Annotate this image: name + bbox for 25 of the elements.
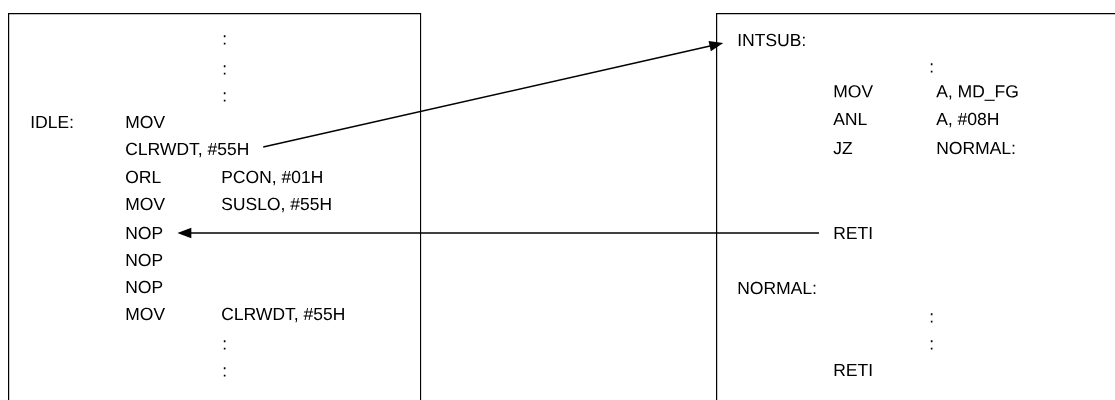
continuation-mark: : [930, 313, 933, 323]
code-line: CLRWDT, #55H [126, 142, 248, 158]
code-line: NOP [126, 253, 163, 267]
continuation-mark: : [223, 367, 226, 377]
code-line: ANL A, #08H [833, 112, 998, 128]
continuation-mark: : [930, 340, 933, 350]
code-line: NORMAL: [738, 281, 816, 295]
code-panel [8, 13, 422, 400]
code-line: MOV A, MD_FG [834, 85, 1018, 101]
code-line: NOP [126, 280, 163, 294]
continuation-mark: : [223, 35, 226, 45]
continuation-mark: : [930, 63, 933, 73]
continuation-mark: : [223, 340, 226, 350]
code-line: NOP [126, 226, 163, 240]
code-line: ORL PCON, #01H [126, 170, 322, 186]
continuation-mark: : [223, 65, 226, 75]
code-line: JZ NORMAL: [833, 141, 1015, 155]
code-line: INTSUB: [738, 33, 805, 47]
code-line: IDLE: MOV [31, 115, 165, 129]
code-line: RETI [834, 363, 872, 376]
code-line: MOV CLRWDT, #55H [126, 307, 344, 323]
code-line: MOV SUSLO, #55H [126, 197, 331, 213]
code-line: RETI [834, 226, 872, 239]
code-panel [716, 13, 1115, 400]
continuation-mark: : [223, 92, 226, 102]
